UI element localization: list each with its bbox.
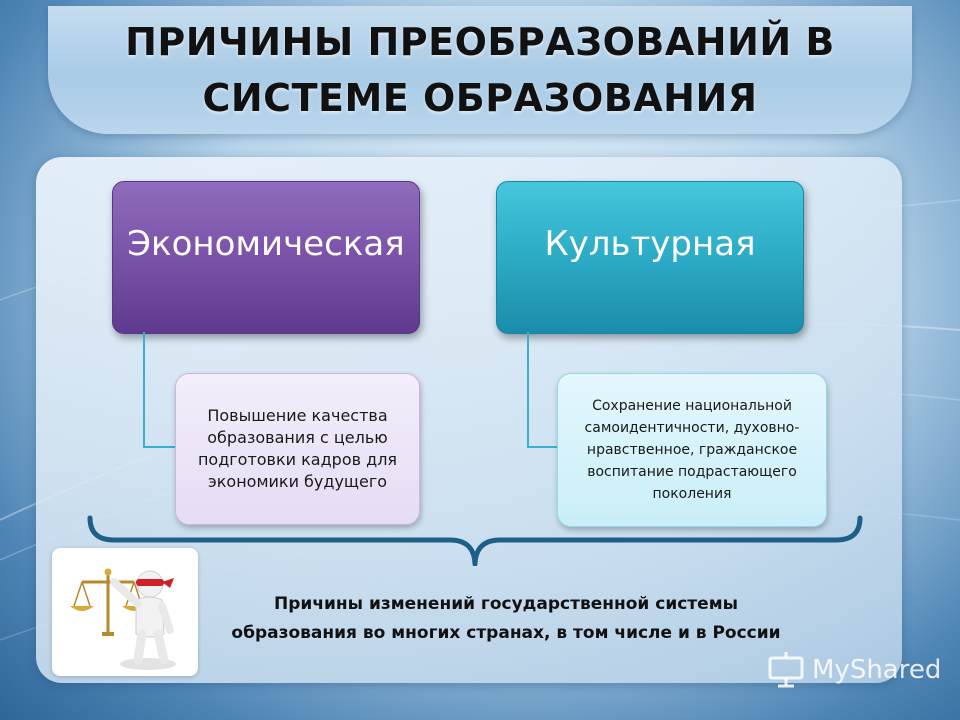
presentation-board-icon [768,652,804,688]
cultural-description-text: Сохранение национальной самоидентичности… [584,398,800,502]
watermark: MyShared [766,650,941,690]
economic-connector-horizontal [143,446,176,448]
cultural-connector-horizontal [527,446,558,448]
blindfolded-justice-figure-with-scales-icon [70,568,176,670]
economic-connector-vertical [143,332,145,447]
page-title: ПРИЧИНЫ ПРЕОБРАЗОВАНИЙ В СИСТЕМЕ ОБРАЗОВ… [125,20,835,120]
illustration-card [52,548,198,676]
summary-line-1: Причины изменений государственной систем… [274,594,738,614]
watermark-text: MyShared [812,655,942,685]
summary-line-2: образования во многих странах, в том чис… [231,623,781,643]
economic-heading-label: Экономическая [127,223,405,264]
cultural-description-box: Сохранение национальной самоидентичности… [557,373,827,527]
summary-text: Причины изменений государственной систем… [200,590,812,648]
economic-description-box: Повышение качества образования с целью п… [175,373,420,525]
grouping-brace [87,515,863,566]
title-banner: ПРИЧИНЫ ПРЕОБРАЗОВАНИЙ В СИСТЕМЕ ОБРАЗОВ… [48,6,912,134]
cultural-connector-vertical [527,332,529,447]
economic-heading-box: Экономическая [112,181,420,334]
cultural-heading-box: Культурная [496,181,804,334]
economic-description-text: Повышение качества образования с целью п… [197,406,398,491]
cultural-heading-label: Культурная [544,223,756,264]
